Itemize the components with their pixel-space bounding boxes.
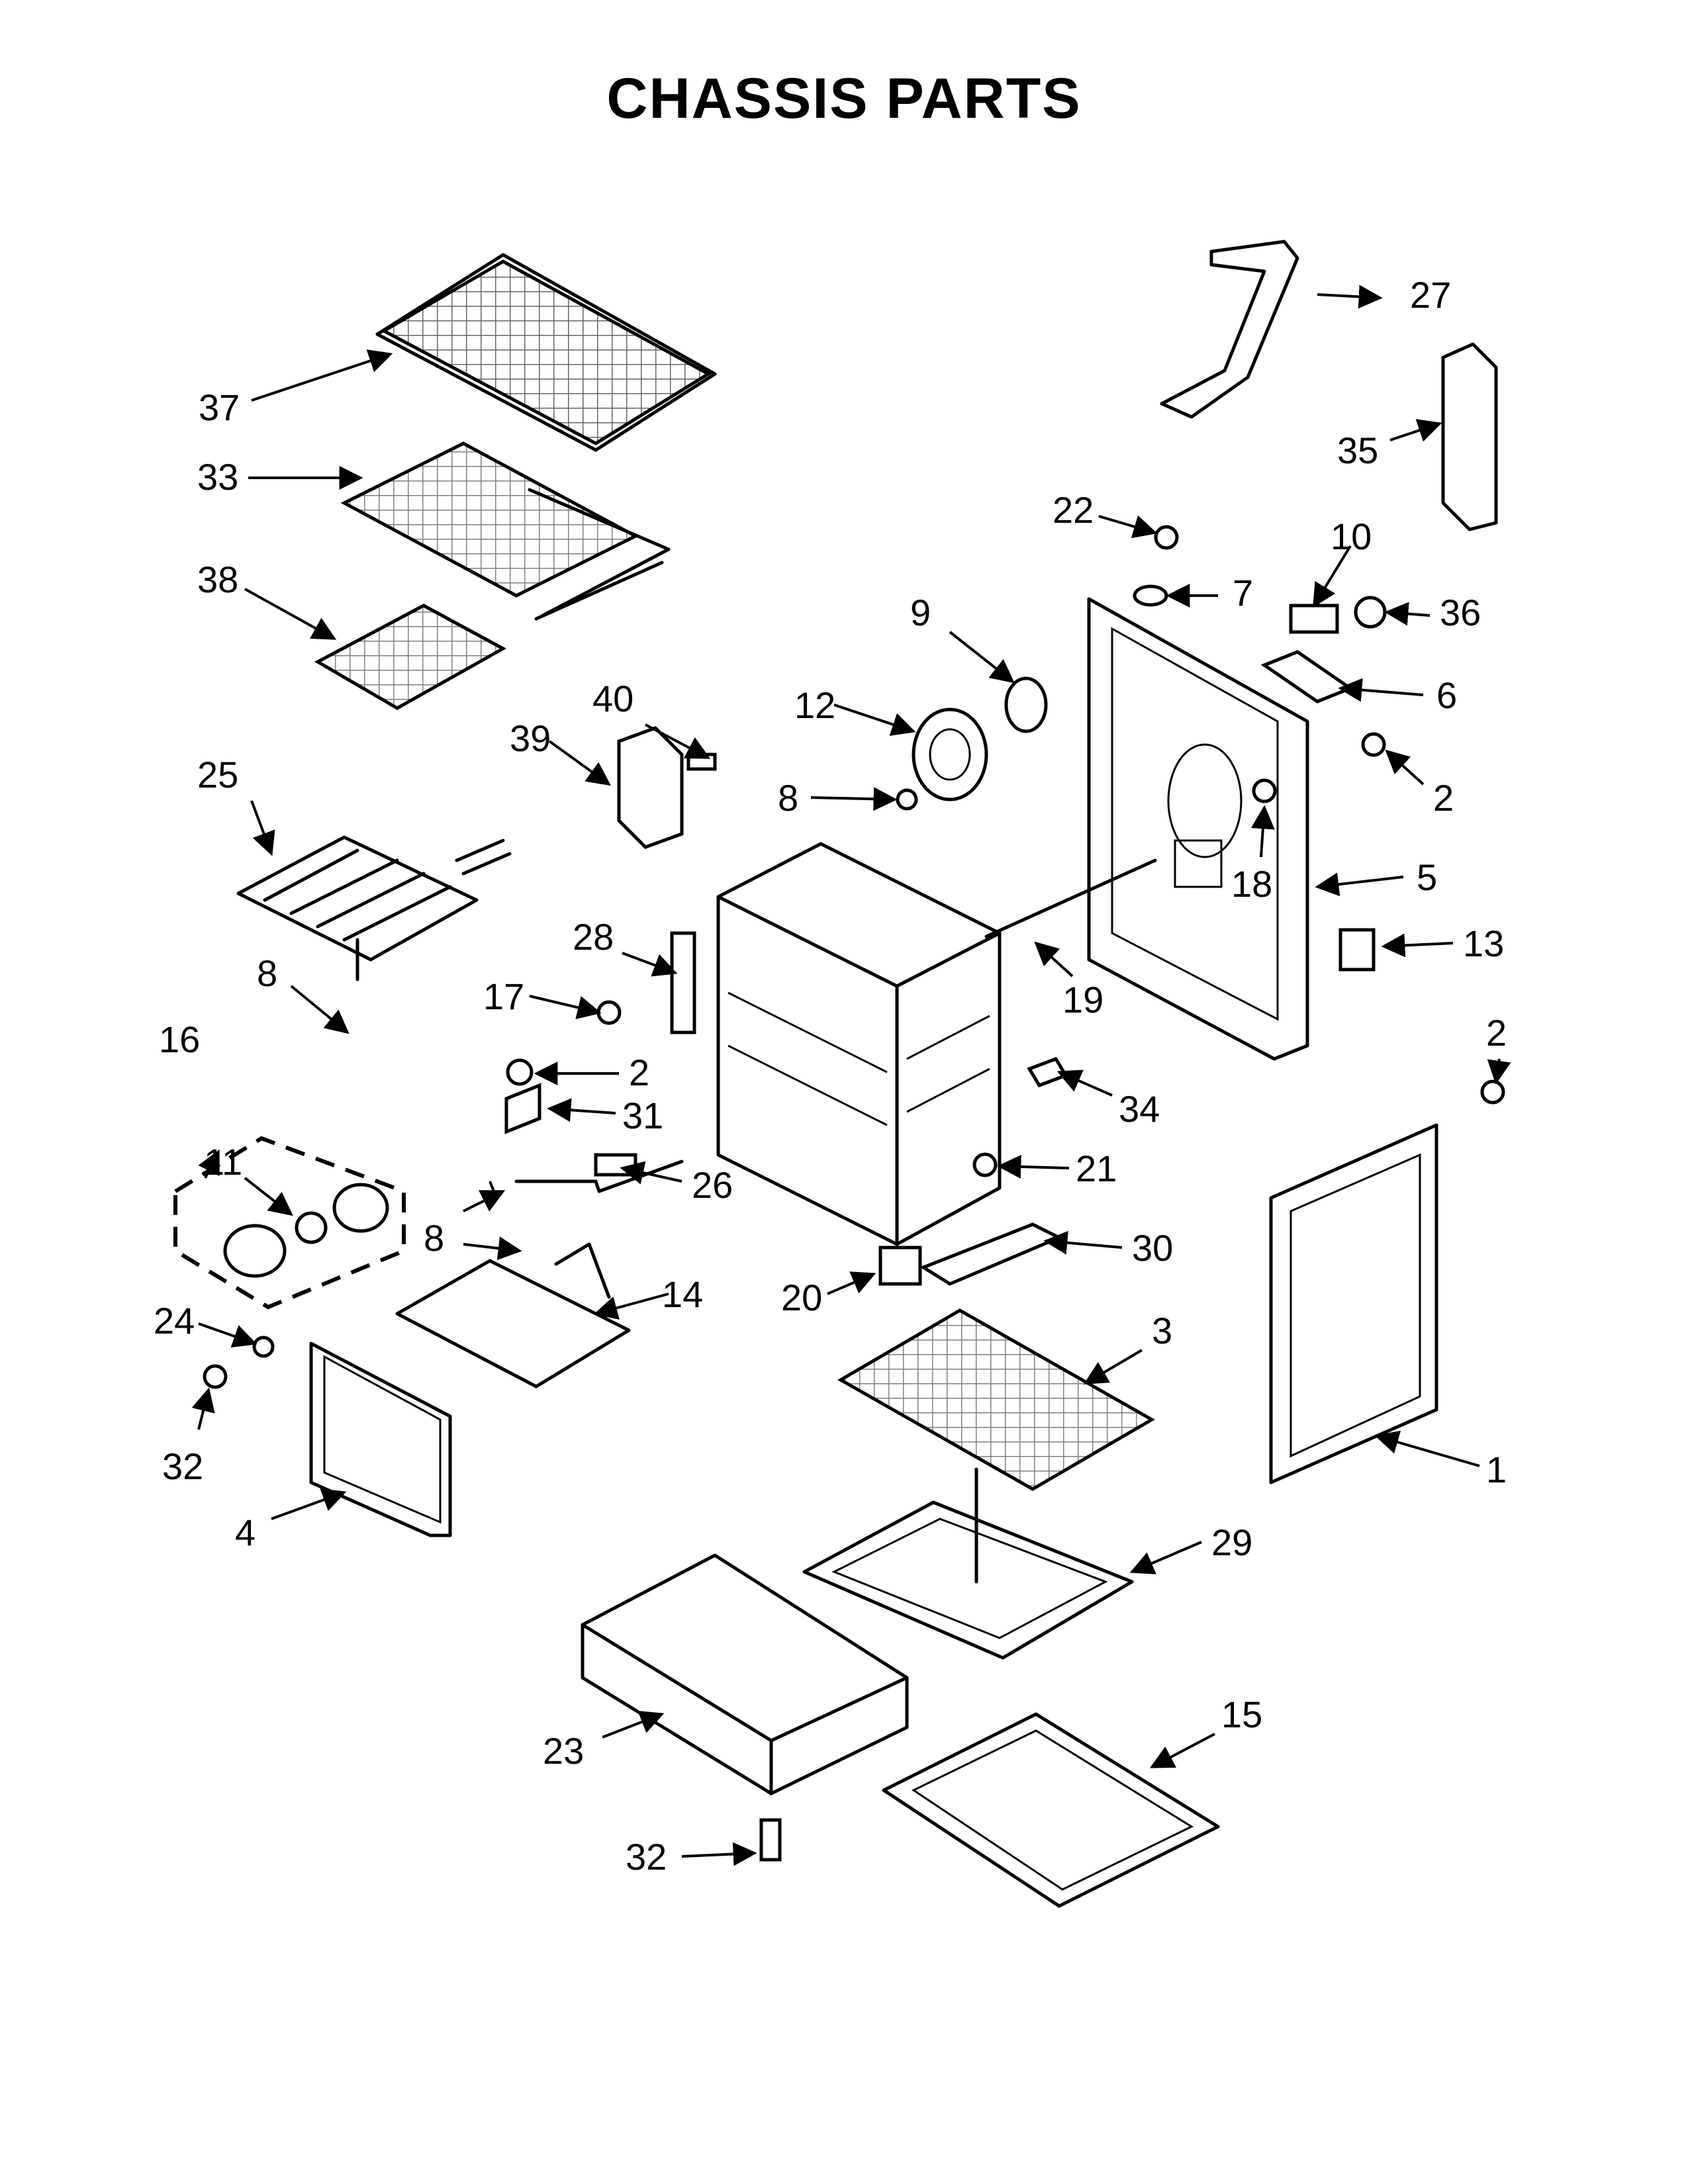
part-29-broiler-pan — [802, 1467, 1134, 1660]
part-36-connector — [1354, 596, 1387, 629]
part-40-screw — [686, 752, 717, 771]
part-21-screw — [972, 1152, 998, 1177]
part-1-door-frame — [1269, 1123, 1438, 1484]
part-20-hinge — [878, 1246, 922, 1286]
part-3-broiler-rack — [837, 1308, 1156, 1491]
part-18-screw — [1252, 778, 1277, 803]
callout-21: 21 — [1076, 1148, 1117, 1189]
callout-34: 34 — [1119, 1088, 1160, 1130]
leader-lines — [191, 285, 1511, 1866]
callout-6: 6 — [1436, 674, 1457, 716]
part-25-bake-element — [236, 835, 512, 981]
part-24-screw — [252, 1336, 275, 1358]
callout-18: 18 — [1231, 863, 1272, 905]
part-28-bracket — [670, 931, 696, 1034]
callout-4: 4 — [235, 1512, 256, 1553]
part-8-screw-fan — [896, 788, 918, 811]
part-33-rack-assembly — [340, 441, 671, 621]
callout-10: 10 — [1331, 516, 1372, 557]
oven-cavity — [716, 842, 1002, 1246]
part-35-panel — [1441, 342, 1498, 531]
callout-37: 37 — [199, 387, 240, 428]
callout-2a: 2 — [629, 1052, 649, 1093]
part-38-half-rack — [314, 604, 507, 710]
callout-36: 36 — [1440, 592, 1481, 633]
callout-22: 22 — [1053, 489, 1094, 531]
callout-32a: 32 — [162, 1445, 203, 1487]
part-32-screw-bottom — [759, 1818, 782, 1862]
callout-20: 20 — [781, 1277, 822, 1318]
callout-2b: 2 — [1433, 777, 1454, 819]
page-title: CHASSIS PARTS — [606, 67, 1082, 130]
callout-26: 26 — [692, 1164, 733, 1206]
part-13-bracket — [1338, 928, 1376, 972]
callout-17: 17 — [483, 976, 524, 1017]
part-9-fan-blade — [1004, 676, 1048, 733]
callout-12: 12 — [794, 684, 835, 726]
callout-29: 29 — [1211, 1522, 1252, 1563]
callout-32b: 32 — [626, 1836, 667, 1878]
part-16-light-assembly — [173, 1136, 406, 1310]
callout-3: 3 — [1152, 1310, 1172, 1351]
part-2-screw-door — [1480, 1079, 1505, 1105]
callout-8a: 8 — [257, 952, 277, 994]
callout-16: 16 — [159, 1019, 200, 1060]
part-30-bracket — [919, 1222, 1063, 1286]
callout-7: 7 — [1233, 572, 1253, 614]
part-31-clip — [504, 1083, 541, 1134]
part-19-wire — [984, 858, 1157, 938]
part-2-screw-back — [1361, 732, 1386, 757]
callout-28: 28 — [573, 916, 614, 958]
part-37-oven-rack — [375, 253, 717, 452]
part-23-storage-drawer — [581, 1553, 909, 1796]
part-17-screw — [596, 1000, 622, 1025]
callout-24: 24 — [154, 1300, 195, 1342]
callout-23: 23 — [543, 1730, 584, 1772]
callout-13: 13 — [1463, 923, 1504, 964]
part-26-oven-sensor — [514, 1153, 684, 1193]
callout-25: 25 — [197, 754, 238, 796]
callout-27: 27 — [1410, 274, 1451, 316]
callout-1: 1 — [1486, 1449, 1507, 1490]
callout-15: 15 — [1221, 1694, 1262, 1735]
part-4-door-gasket — [309, 1342, 452, 1537]
part-27-handle-bracket — [1160, 240, 1299, 419]
part-32-screw-left — [203, 1364, 228, 1389]
part-22-screw — [1154, 525, 1179, 550]
callout-39: 39 — [510, 717, 551, 759]
callout-31: 31 — [622, 1095, 663, 1136]
part-15-bottom-panel — [882, 1712, 1220, 1908]
part-5-back-panel — [1087, 597, 1309, 1061]
part-14-broil-element — [395, 1242, 631, 1388]
callout-33: 33 — [197, 456, 238, 498]
part-7-clip — [1133, 584, 1168, 607]
callout-11: 11 — [204, 1141, 242, 1183]
part-12-fan-cover — [912, 707, 988, 801]
callout-19: 19 — [1062, 979, 1103, 1021]
callout-5: 5 — [1417, 856, 1437, 898]
part-39-bracket — [617, 726, 684, 849]
part-2-screw-left — [506, 1058, 534, 1086]
callout-38: 38 — [197, 559, 238, 600]
callout-35: 35 — [1337, 430, 1378, 471]
callout-labels: 37 33 38 25 8 16 11 24 32 4 39 40 28 17 … — [154, 274, 1507, 1878]
callout-30: 30 — [1132, 1227, 1173, 1269]
callout-14: 14 — [662, 1273, 703, 1315]
callout-2c: 2 — [1486, 1012, 1507, 1054]
callout-8b: 8 — [424, 1217, 444, 1259]
callout-40: 40 — [592, 678, 633, 719]
callout-9: 9 — [910, 592, 931, 633]
part-10-terminal-block — [1289, 604, 1339, 634]
callout-8c: 8 — [778, 777, 798, 819]
part-6-bracket — [1260, 650, 1354, 704]
